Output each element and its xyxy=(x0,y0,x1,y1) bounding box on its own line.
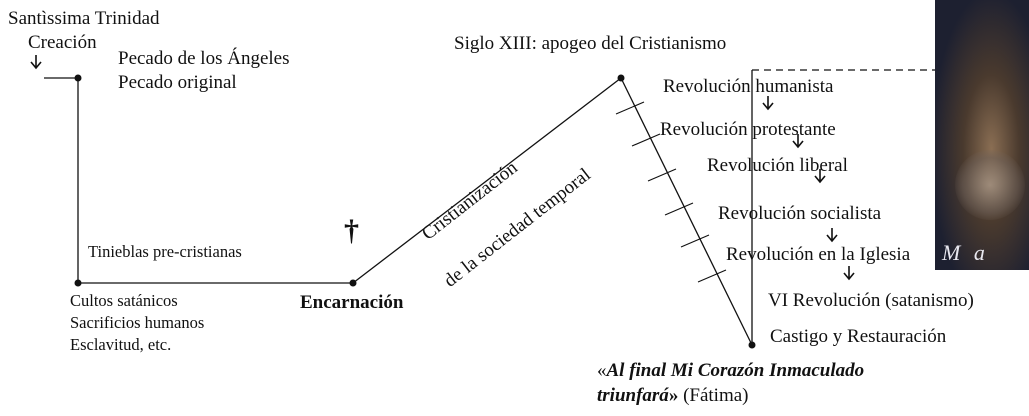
revolution-humanist: Revolución humanista xyxy=(663,76,834,97)
arrow-down-icon xyxy=(814,169,826,184)
creation-label: Creación xyxy=(28,32,97,53)
slavery-label: Esclavitud, etc. xyxy=(70,335,172,354)
tick-mark xyxy=(647,168,677,182)
tick-mark xyxy=(631,133,661,147)
revolution-socialist: Revolución socialista xyxy=(718,203,882,224)
human-sacrifices-label: Sacrificios humanos xyxy=(70,313,205,332)
tick-mark xyxy=(664,202,694,216)
revolution-protestant: Revolución protestante xyxy=(660,119,836,140)
dot-incarnation xyxy=(349,279,357,287)
christianization-line xyxy=(352,77,622,284)
tick-mark xyxy=(615,101,645,115)
punishment-label: Castigo y Restauración xyxy=(770,326,947,347)
fatima-source: (Fátima) xyxy=(678,385,749,406)
quote-text-line2: triunfará xyxy=(597,385,669,406)
arrow-down-icon xyxy=(762,96,774,111)
painting-highlight xyxy=(955,150,1025,220)
arrow-down-icon xyxy=(843,266,855,281)
apogee-label: Siglo XIII: apogeo del Cristianismo xyxy=(454,33,727,54)
revolution-church: Revolución en la Iglesia xyxy=(726,244,911,265)
angels-sin-label: Pecado de los Ángeles xyxy=(118,48,290,69)
painting-image xyxy=(935,0,1029,270)
original-sin-label: Pecado original xyxy=(118,72,237,93)
dot-apogee xyxy=(617,74,625,82)
revolution-satanism: VI Revolución (satanismo) xyxy=(768,290,974,311)
dot-original-sin xyxy=(74,74,82,82)
tick-mark xyxy=(680,234,710,248)
dot-punishment xyxy=(748,341,756,349)
revolution-descent-line xyxy=(620,77,753,346)
revolution-ticks xyxy=(615,101,727,283)
painting-caption: M a xyxy=(942,240,989,265)
arrow-down-icon xyxy=(826,228,838,243)
tick-mark xyxy=(697,269,727,283)
incarnation-label: Encarnación xyxy=(300,292,404,313)
pre-christian-darkness-label: Tinieblas pre-cristianas xyxy=(88,242,242,261)
fatima-quote-line1: «Al final Mi Corazón Inmaculado xyxy=(597,360,864,382)
trinity-label: Santìssima Trinidad xyxy=(8,8,160,29)
arrow-icons xyxy=(30,55,855,281)
arrow-down-icon xyxy=(30,55,42,70)
revolution-liberal: Revolución liberal xyxy=(707,155,848,176)
quote-text-line1: Al final Mi Corazón Inmaculado xyxy=(606,360,865,381)
dagger-icon: † xyxy=(344,214,359,247)
satanic-cults-label: Cultos satánicos xyxy=(70,291,178,310)
timeline-dots xyxy=(74,74,756,349)
open-quote: « xyxy=(597,360,607,381)
close-quote: » xyxy=(668,385,679,406)
arrow-down-icon xyxy=(792,134,804,149)
fatima-quote-line2: triunfará» (Fátima) xyxy=(597,385,749,407)
dot-pre-christian xyxy=(74,279,82,287)
